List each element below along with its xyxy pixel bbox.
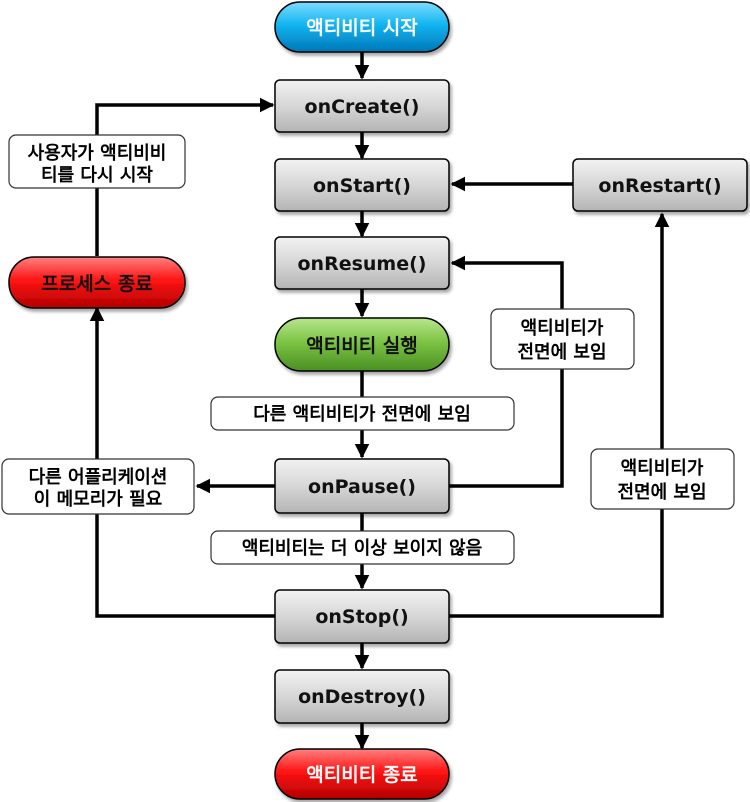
node-onresume-label: onResume() xyxy=(298,253,427,275)
connectors xyxy=(89,52,670,750)
arrow-process-killed-to-oncreate xyxy=(95,97,275,256)
arrow-onpause-to-onresume xyxy=(448,255,564,488)
node-onstop: onStop() xyxy=(274,589,450,644)
arrow-onstop-to-onrestart xyxy=(448,212,670,618)
label-user-returns: 사용자가 액티비비 티를 다시 시작 xyxy=(8,134,186,189)
node-onresume: onResume() xyxy=(274,236,450,290)
label-other-apps-need-memory-line2: 이 메모리가 필요 xyxy=(34,489,162,510)
label-back-to-foreground-restart-line2: 전면에 보임 xyxy=(617,482,706,503)
label-another-activity-foreground: 다른 액티비티가 전면에 보임 xyxy=(210,396,515,431)
node-activity-shutdown-label: 액티비티 종료 xyxy=(306,764,418,786)
label-activity-no-longer-visible: 액티비티는 더 이상 보이지 않음 xyxy=(210,530,515,565)
node-ondestroy-label: onDestroy() xyxy=(298,686,426,708)
node-activity-start-label: 액티비티 시작 xyxy=(306,17,418,39)
node-activity-running: 액티비티 실행 xyxy=(274,317,450,372)
node-activity-running-label: 액티비티 실행 xyxy=(306,335,418,357)
node-activity-start: 액티비티 시작 xyxy=(274,1,450,53)
node-onstop-label: onStop() xyxy=(315,606,408,628)
arrow-onstop-to-process-killed xyxy=(89,306,275,618)
node-oncreate-label: onCreate() xyxy=(305,96,420,118)
label-other-apps-need-memory-line1: 다른 어플리케이션 xyxy=(29,467,168,488)
label-back-to-foreground-restart-line1: 액티비티가 xyxy=(621,458,704,479)
node-activity-shutdown: 액티비티 종료 xyxy=(274,748,450,800)
node-onrestart-label: onRestart() xyxy=(598,175,721,197)
label-user-returns-line2: 티를 다시 시작 xyxy=(41,165,153,186)
node-process-killed: 프로세스 종료 xyxy=(8,256,186,309)
label-back-to-foreground-resume-line2: 전면에 보임 xyxy=(517,342,606,363)
label-user-returns-line1: 사용자가 액티비비 xyxy=(28,143,167,164)
node-onrestart: onRestart() xyxy=(572,158,748,212)
label-back-to-foreground-restart: 액티비티가 전면에 보임 xyxy=(590,448,735,510)
node-onstart-label: onStart() xyxy=(313,175,411,197)
label-back-to-foreground-resume-line1: 액티비티가 xyxy=(521,318,604,339)
node-oncreate: onCreate() xyxy=(274,79,450,133)
node-process-killed-label: 프로세스 종료 xyxy=(41,273,153,295)
node-ondestroy: onDestroy() xyxy=(274,669,450,724)
node-onpause-label: onPause() xyxy=(308,476,416,498)
label-another-activity-foreground-text: 다른 액티비티가 전면에 보임 xyxy=(253,404,471,425)
label-activity-no-longer-visible-text: 액티비티는 더 이상 보이지 않음 xyxy=(242,538,482,559)
label-back-to-foreground-resume: 액티비티가 전면에 보임 xyxy=(490,308,635,370)
node-onstart: onStart() xyxy=(274,158,450,212)
label-other-apps-need-memory: 다른 어플리케이션 이 메모리가 필요 xyxy=(1,458,195,515)
node-onpause: onPause() xyxy=(274,458,450,514)
